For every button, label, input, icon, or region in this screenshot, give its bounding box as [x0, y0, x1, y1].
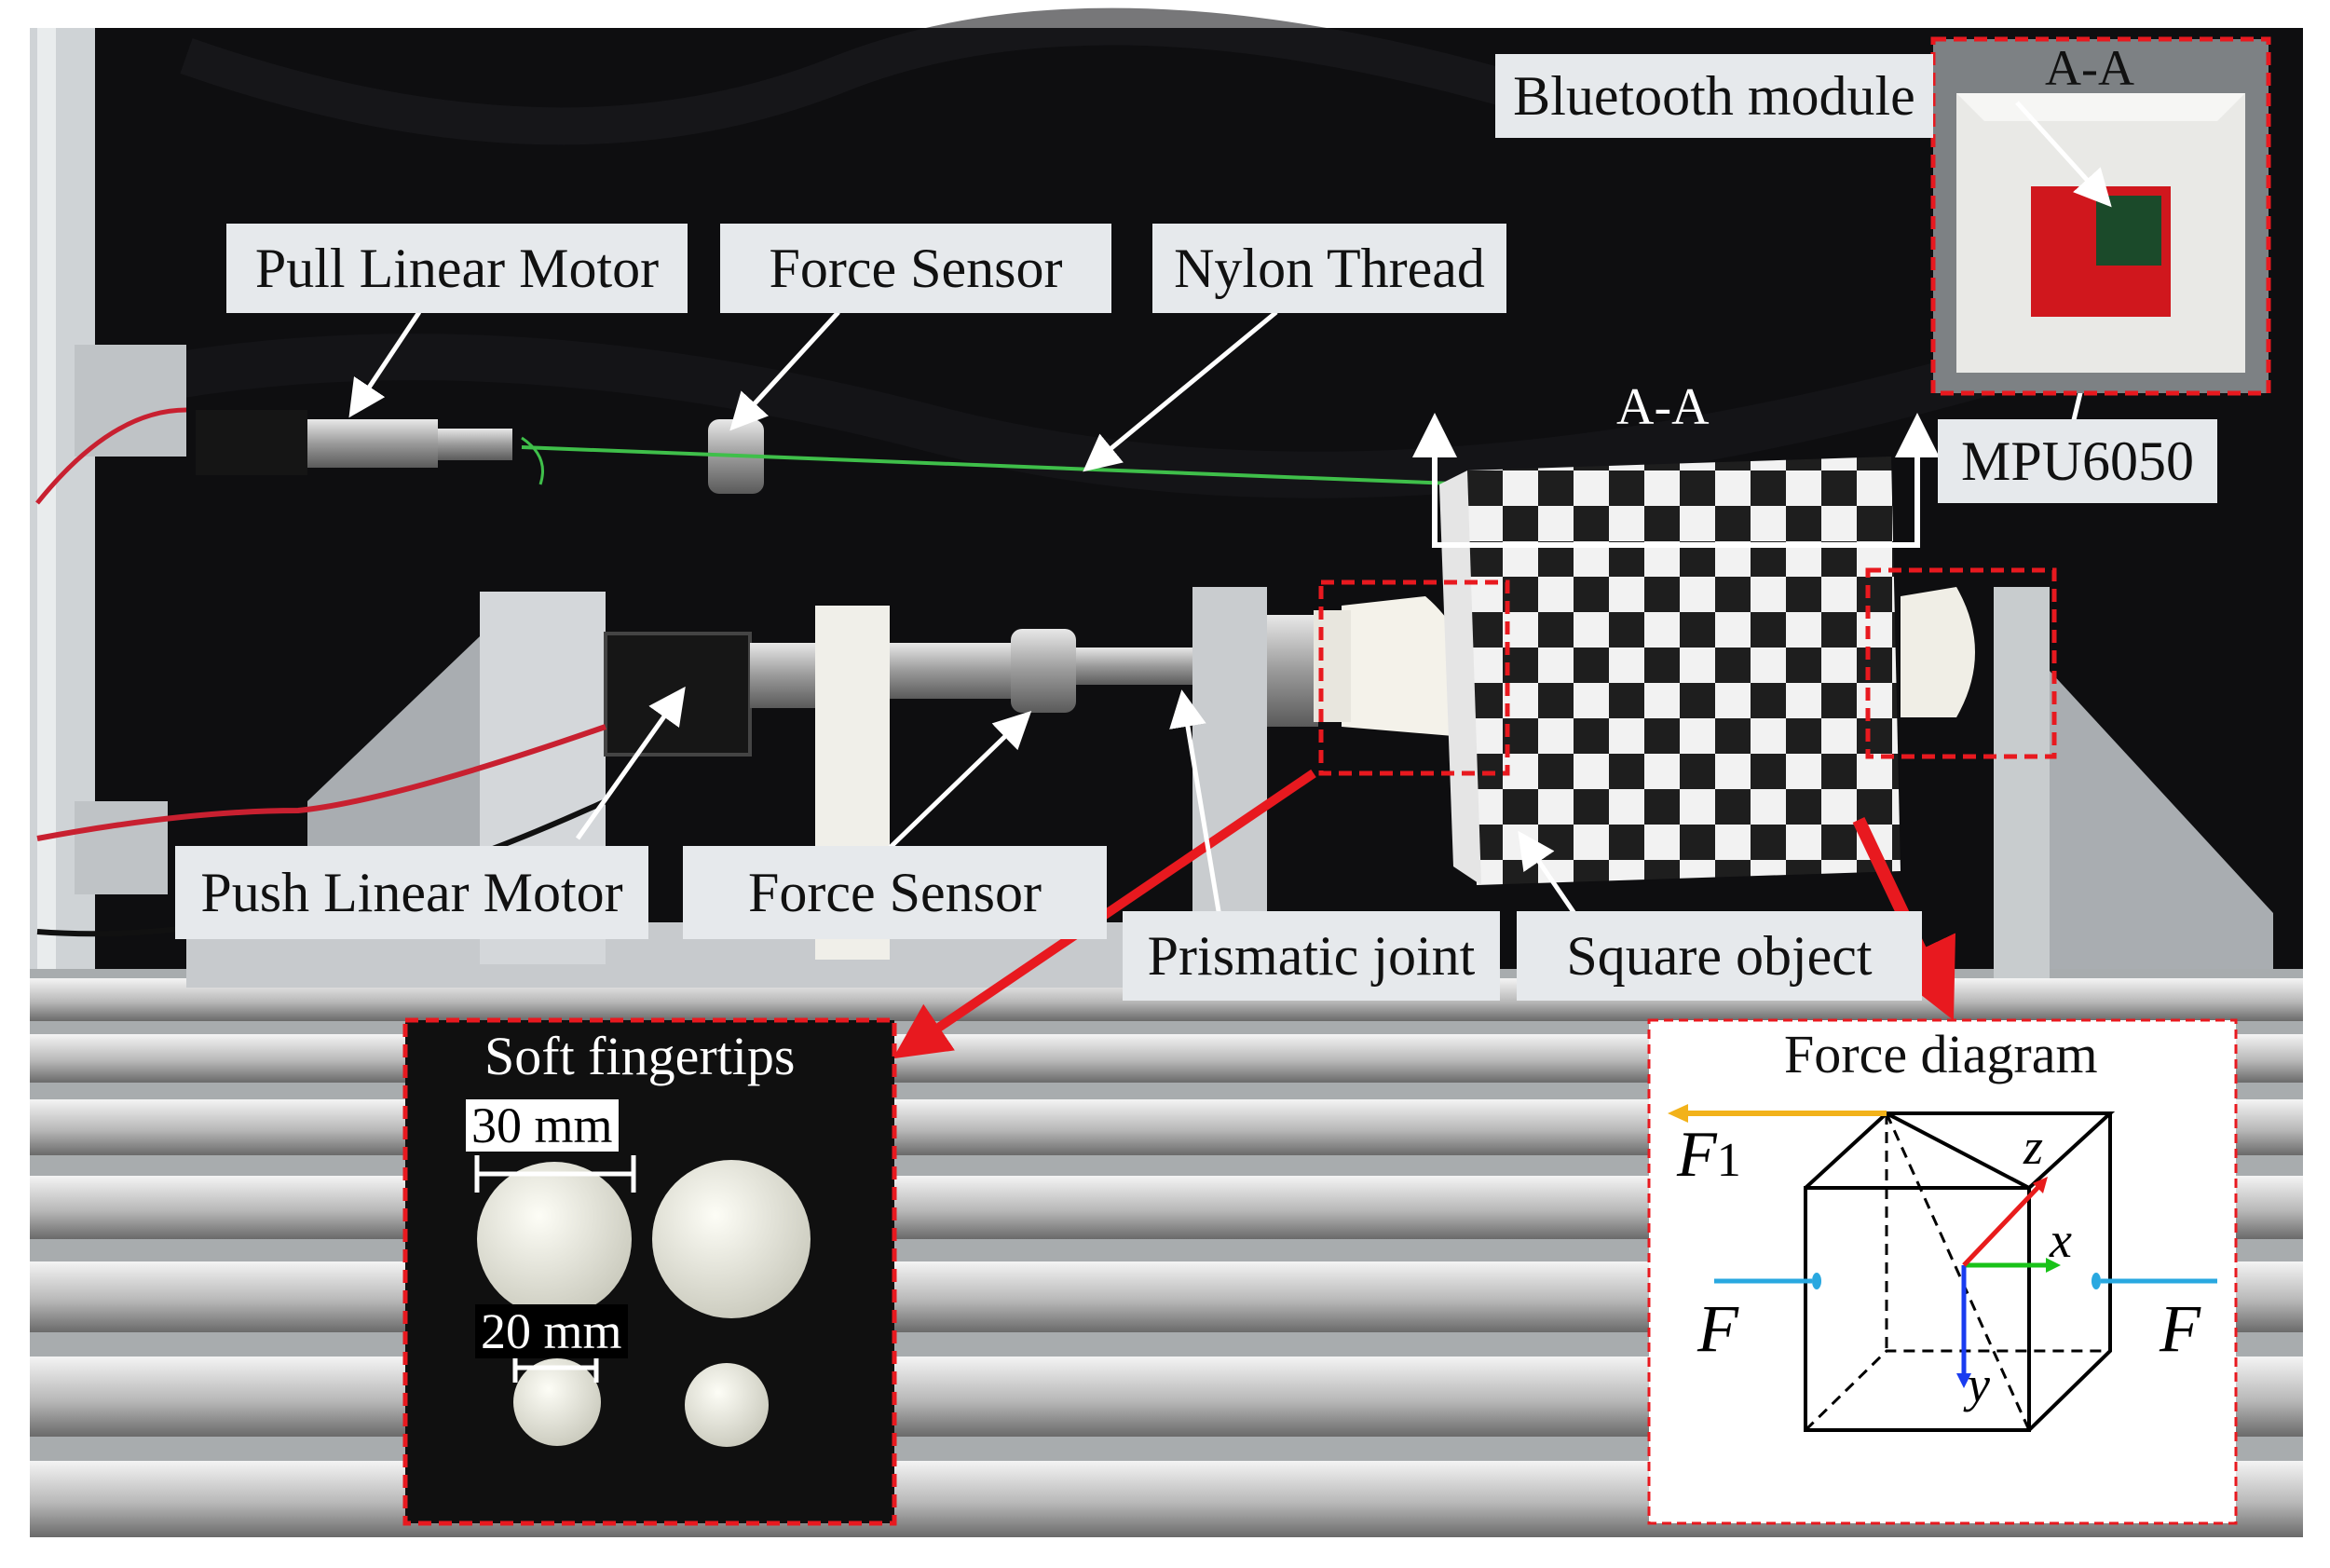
- force-f1-sub: 1: [1716, 1134, 1741, 1187]
- axis-z-label: z: [2023, 1119, 2044, 1175]
- label-prismatic-joint: Prismatic joint: [1123, 911, 1500, 1001]
- force-diagram-title: Force diagram: [1784, 1024, 2098, 1084]
- section-label-main: A-A: [1616, 378, 1710, 436]
- force-f1-label: F1: [1677, 1118, 1741, 1193]
- fingertips-title: Soft fingertips: [484, 1026, 796, 1086]
- force-f-left-label: F: [1697, 1291, 1738, 1366]
- label-pull-linear-motor: Pull Linear Motor: [226, 224, 688, 313]
- section-label-inset: A-A: [2045, 40, 2134, 96]
- axis-y-label: y: [1968, 1357, 1990, 1412]
- label-force-sensor-top: Force Sensor: [720, 224, 1111, 313]
- label-square-object: Square object: [1517, 911, 1922, 1001]
- label-force-sensor-bottom: Force Sensor: [683, 846, 1107, 939]
- label-nylon-thread: Nylon Thread: [1152, 224, 1506, 313]
- dim-20mm: 20 mm: [475, 1304, 628, 1358]
- force-f-right-label: F: [2160, 1291, 2201, 1366]
- dim-30mm: 30 mm: [466, 1099, 619, 1152]
- force-f1-main: F: [1677, 1119, 1717, 1191]
- axis-x-label: x: [2050, 1212, 2072, 1268]
- label-bluetooth-module: Bluetooth module: [1495, 54, 1933, 138]
- label-push-linear-motor: Push Linear Motor: [175, 846, 648, 939]
- label-mpu6050: MPU6050: [1938, 419, 2217, 503]
